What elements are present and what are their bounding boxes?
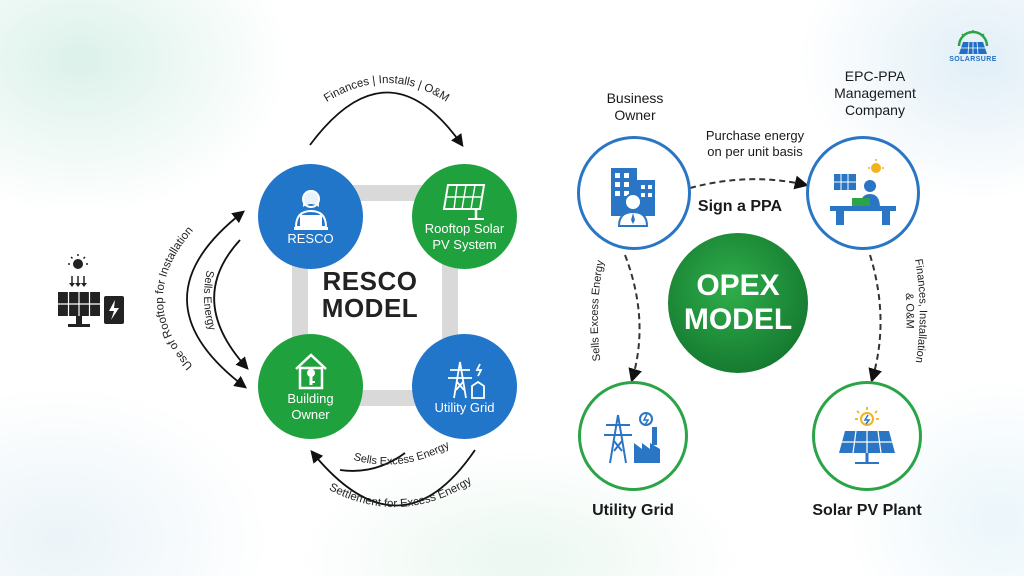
svg-text:& O&M: & O&M xyxy=(903,293,916,329)
epc-caption-line3: Company xyxy=(845,101,905,118)
house-key-icon xyxy=(294,353,327,390)
solar-pv-plant-node xyxy=(812,381,922,491)
tower-factory-icon xyxy=(604,412,660,464)
resco-title-line1: RESCO xyxy=(322,266,418,296)
flow-label-finances-installs: Finances | Installs | O&M xyxy=(322,74,451,105)
svg-text:Sells Excess Energy: Sells Excess Energy xyxy=(352,439,451,468)
person-with-laptop-icon xyxy=(293,189,328,230)
building-owner-node: Building Owner xyxy=(258,334,363,439)
resco-node: RESCO xyxy=(258,164,363,269)
solarsure-logo: SOLARSURE xyxy=(943,30,1003,63)
opex-utility-grid-caption: Utility Grid xyxy=(592,502,674,519)
resco-node-label: RESCO xyxy=(287,230,334,246)
logo-text: SOLARSURE xyxy=(949,56,997,63)
resco-square-frame xyxy=(292,185,458,406)
business-caption-line1: Business xyxy=(606,90,664,106)
solar-panel-sun-icon xyxy=(58,254,124,327)
bottom-inner-arc-arrow xyxy=(339,452,406,472)
epc-caption-line2: Management xyxy=(834,84,916,101)
utility-grid-node: Utility Grid xyxy=(412,334,517,439)
purchase-line2: on per unit basis xyxy=(707,143,803,159)
business-owner-caption: Business Owner xyxy=(590,90,680,124)
utility-grid-label: Utility Grid xyxy=(434,399,495,415)
svg-text:Finances, Installation: Finances, Installation xyxy=(912,258,929,364)
epc-ppa-node xyxy=(806,136,920,250)
purchase-energy-label: Purchase energy on per unit basis xyxy=(680,128,830,159)
office-building-person-icon xyxy=(611,168,655,227)
epc-ppa-caption: EPC-PPA Management Company xyxy=(815,68,935,118)
resco-title-line2: MODEL xyxy=(321,293,419,324)
right-dashed-arrow xyxy=(868,254,882,383)
svg-text:Settlement for Excess Energy: Settlement for Excess Energy xyxy=(327,475,474,510)
rooftop-solar-label-line2: PV System xyxy=(432,236,497,252)
opex-model-badge: OPEX MODEL xyxy=(668,233,808,373)
left-dashed-arrow xyxy=(624,254,642,383)
building-owner-label-line2: Owner xyxy=(291,406,330,422)
resco-model-title: RESCO MODEL xyxy=(300,266,440,324)
left-inner-arc-arrow xyxy=(213,239,249,370)
opex-utility-grid-node xyxy=(578,381,688,491)
opex-flow-label-finances-line1: Finances, Installation xyxy=(912,258,929,364)
solar-pv-plant-caption: Solar PV Plant xyxy=(812,502,922,519)
opex-flow-label-finances-line2: & O&M xyxy=(903,293,916,329)
rooftop-solar-node: Rooftop Solar PV System xyxy=(412,164,517,269)
sign-ppa-label: Sign a PPA xyxy=(697,198,783,215)
epc-caption-line1: EPC-PPA xyxy=(844,68,906,84)
left-outer-arc-arrow xyxy=(186,210,248,389)
svg-text:Sells Energy: Sells Energy xyxy=(201,269,218,332)
worker-at-desk-icon xyxy=(830,159,896,225)
purchase-line1: Purchase energy xyxy=(705,128,805,143)
flow-label-settlement: Settlement for Excess Energy xyxy=(327,475,474,510)
svg-text:Use of Rooftop for Installatio: Use of Rooftop for Installation xyxy=(154,225,196,372)
flow-label-sells-energy: Sells Energy xyxy=(201,269,218,332)
business-caption-line2: Owner xyxy=(614,106,656,123)
sun-over-panel-logo-icon xyxy=(957,30,989,55)
opex-flow-label-sells-excess: Sells Excess Energy xyxy=(589,259,607,362)
solar-plant-icon xyxy=(839,407,895,464)
flow-label-use-of-rooftop: Use of Rooftop for Installation xyxy=(154,225,196,372)
svg-text:Sells Excess Energy: Sells Excess Energy xyxy=(589,259,607,362)
transmission-tower-icon xyxy=(447,361,485,399)
opex-title-line1: OPEX xyxy=(696,268,780,302)
flow-label-sells-excess-energy: Sells Excess Energy xyxy=(352,439,451,468)
ppa-dashed-arrow xyxy=(689,175,809,190)
business-owner-node xyxy=(577,136,691,250)
rooftop-solar-label-line1: Rooftop Solar xyxy=(424,221,505,237)
solar-panel-icon xyxy=(442,184,485,221)
bottom-outer-arc-arrow xyxy=(310,449,476,507)
svg-text:Finances | Installs | O&M: Finances | Installs | O&M xyxy=(322,74,451,105)
building-owner-label-line1: Building xyxy=(287,391,334,407)
top-arc-arrow xyxy=(309,91,464,148)
opex-title-line2: MODEL xyxy=(683,303,793,336)
